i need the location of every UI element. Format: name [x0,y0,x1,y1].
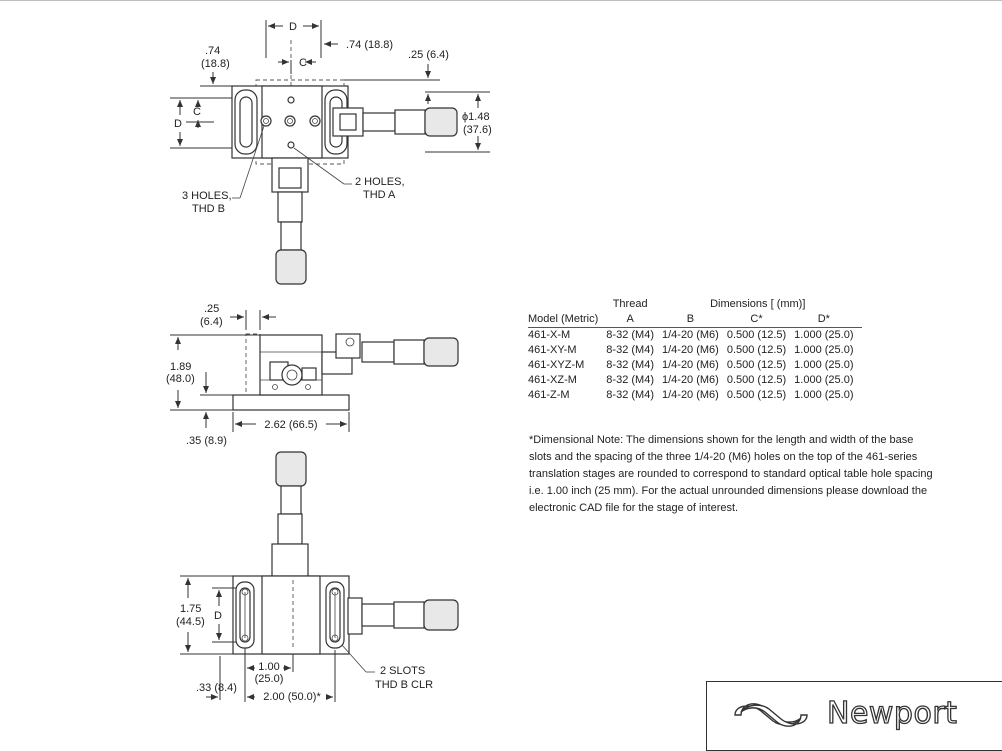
dim-d-left: D [174,118,182,130]
cell-a: 8-32 (M4) [606,344,654,356]
col-b: B [661,312,727,328]
dim-33: .33 (8.4) [196,682,237,694]
cell-model: 461-XYZ-M [528,359,585,371]
cell-model: 461-XY-M [528,344,577,356]
cell-c: 0.500 (12.5) [726,389,787,401]
table-row: 461-XY-M 8-32 (M4) 1/4-20 (M6) 0.500 (12… [528,343,862,358]
callout-2holes-line2: THD A [363,189,396,201]
dim-25-side-mm: (6.4) [200,316,223,328]
col-a: A [606,312,662,328]
cell-c: 0.500 (12.5) [726,329,787,341]
dim-35: .35 (8.9) [186,435,227,447]
callout-slots-line1: 2 SLOTS [380,665,425,677]
top-view: D C .74 (18.8) .74 (18.8) .25 (6.4) C D … [170,20,492,285]
dim-25: .25 (6.4) [408,49,449,61]
cell-d: 1.000 (25.0) [794,329,854,341]
dim-100-mm: (25.0) [255,673,284,685]
cell-b: 1/4-20 (M6) [661,374,719,386]
callout-slots-line2: THD B CLR [375,679,433,691]
cell-model: 461-XZ-M [528,374,577,386]
cell-d: 1.000 (25.0) [794,344,854,356]
cell-a: 8-32 (M4) [606,359,654,371]
cell-d: 1.000 (25.0) [794,389,854,401]
dim-c-top: C [299,57,307,69]
table-row: 461-XYZ-M 8-32 (M4) 1/4-20 (M6) 0.500 (1… [528,358,862,373]
col-d: D* [794,312,862,328]
cell-a: 8-32 (M4) [606,389,654,401]
cell-a: 8-32 (M4) [606,329,654,341]
dim-175-mm: (44.5) [176,616,205,628]
callout-3holes-line2: THD B [192,203,225,215]
dim-d-top: D [289,21,297,33]
col-c: C* [726,312,795,328]
callout-3holes-line1: 3 HOLES, [182,190,232,202]
callout-2holes-line1: 2 HOLES, [355,176,405,188]
table-row: 461-Z-M 8-32 (M4) 1/4-20 (M6) 0.500 (12.… [528,388,862,403]
dim-148-in: ϕ1.48 [462,111,490,123]
bottom-view: 1.75 (44.5) D 1.00 (25.0) .33 (8.4) 2.00… [176,451,459,703]
cell-b: 1/4-20 (M6) [661,344,719,356]
cell-c: 0.500 (12.5) [726,374,787,386]
dim-100-in: 1.00 [258,661,279,673]
table-row: 461-XZ-M 8-32 (M4) 1/4-20 (M6) 0.500 (12… [528,373,862,388]
cell-d: 1.000 (25.0) [794,374,854,386]
group-thread: Thread [612,298,648,310]
logo-wordmark: Newport [826,695,958,731]
dim-200: 2.00 (50.0)* [263,691,321,703]
cell-model: 461-X-M [528,329,571,341]
side-view: .25 (6.4) 1.89 (48.0) .35 (8.9) 2.62 (66… [166,303,459,447]
table-row: 461-X-M 8-32 (M4) 1/4-20 (M6) 0.500 (12.… [528,328,862,344]
cell-a: 8-32 (M4) [606,374,654,386]
dimensions-table: Thread Dimensions [ (mm)] Model (Metric)… [528,297,862,403]
dim-148-mm: (37.6) [463,124,492,136]
dimensional-note: *Dimensional Note: The dimensions shown … [529,434,933,514]
cell-model: 461-Z-M [528,389,570,401]
newport-logo: Newport [706,681,1002,751]
cell-b: 1/4-20 (M6) [661,359,719,371]
dim-74-left-mm: (18.8) [201,58,230,70]
dim-189-mm: (48.0) [166,373,195,385]
dim-74-right: .74 (18.8) [346,39,393,51]
dim-189-in: 1.89 [170,361,191,373]
top-border [0,0,1002,1]
dim-25-side-in: .25 [204,303,219,315]
table-group-header: Thread Dimensions [ (mm)] [528,297,862,312]
cell-b: 1/4-20 (M6) [661,389,719,401]
dim-262: 2.62 (66.5) [264,419,317,431]
dim-c-left: C [193,106,201,118]
newport-logo-icon [734,703,808,727]
dim-74-left-in: .74 [205,45,220,57]
cell-d: 1.000 (25.0) [794,359,854,371]
dim-d-bottom: D [214,610,222,622]
cell-b: 1/4-20 (M6) [661,329,719,341]
dim-175-in: 1.75 [180,603,201,615]
cell-c: 0.500 (12.5) [726,359,787,371]
table-column-header: Model (Metric) A B C* D* [528,312,862,328]
cell-c: 0.500 (12.5) [726,344,787,356]
col-model: Model (Metric) [528,312,607,328]
group-dimensions: Dimensions [ (mm)] [710,298,806,310]
